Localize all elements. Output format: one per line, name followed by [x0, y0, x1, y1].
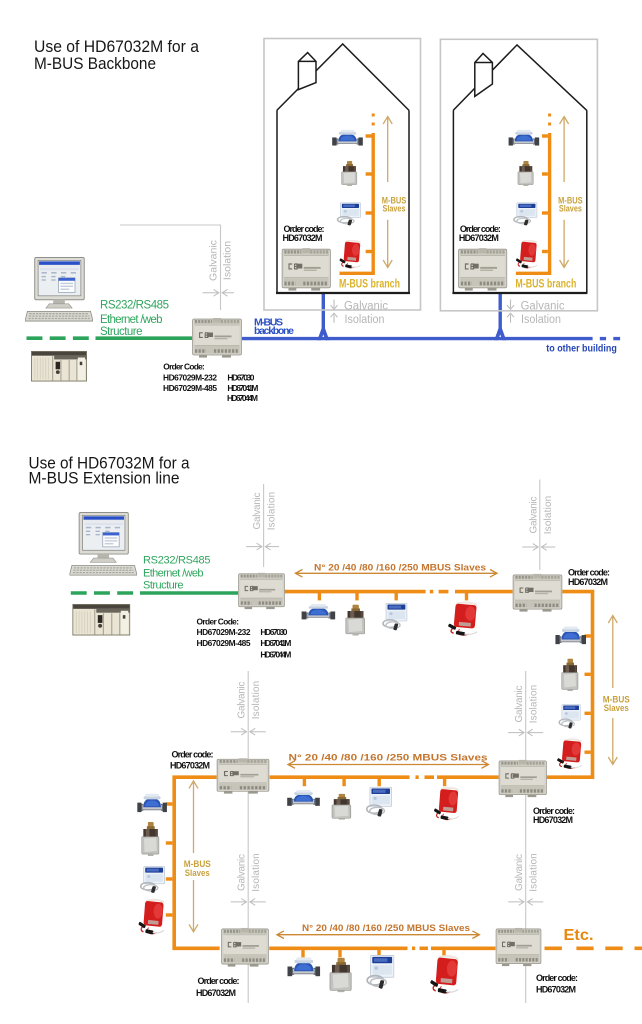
svg-text:HD67032M: HD67032M [459, 233, 499, 243]
svg-text:Slaves: Slaves [604, 703, 629, 713]
svg-text:Isolation: Isolation [222, 241, 234, 280]
svg-text:Galvanic: Galvanic [514, 686, 525, 723]
svg-text:RS232/RS485: RS232/RS485 [100, 300, 169, 312]
svg-text:Order Code:: Order Code: [163, 362, 205, 372]
svg-text:Galvanic: Galvanic [208, 240, 220, 281]
svg-text:HD67041M: HD67041M [260, 638, 291, 648]
svg-text:Use of HD67032M for a: Use of HD67032M for a [29, 454, 191, 472]
svg-text:Slaves: Slaves [559, 204, 582, 214]
svg-text:M-BUS Backbone: M-BUS Backbone [34, 55, 156, 73]
svg-text:Galvanic: Galvanic [237, 854, 248, 891]
svg-text:M-BUS: M-BUS [603, 695, 630, 705]
svg-text:Galvanic: Galvanic [344, 301, 388, 313]
svg-text:HD67032M: HD67032M [568, 577, 608, 587]
svg-text:Ethernet /web: Ethernet /web [100, 314, 163, 326]
svg-text:Structure: Structure [143, 580, 184, 592]
svg-text:HD67029M-232: HD67029M-232 [197, 627, 251, 637]
svg-text:Order code:: Order code: [284, 224, 325, 234]
svg-text:Order code:: Order code: [568, 568, 610, 578]
svg-text:Isolation: Isolation [267, 492, 278, 531]
svg-text:M-BUS: M-BUS [558, 196, 583, 206]
svg-text:Galvanic: Galvanic [521, 301, 565, 313]
svg-text:HD67032M: HD67032M [536, 985, 576, 995]
svg-text:HD67044M: HD67044M [260, 650, 291, 660]
svg-text:HD67029M-485: HD67029M-485 [163, 383, 217, 393]
svg-text:Isolation: Isolation [529, 853, 540, 892]
svg-text:Galvanic: Galvanic [514, 854, 525, 891]
svg-text:HD67032M: HD67032M [170, 761, 210, 771]
svg-text:Isolation: Isolation [251, 681, 262, 720]
svg-text:HD67030: HD67030 [260, 627, 287, 637]
svg-text:Isolation: Isolation [543, 496, 554, 535]
svg-text:HD67029M-485: HD67029M-485 [197, 638, 251, 648]
svg-text:Galvanic: Galvanic [252, 493, 263, 530]
svg-text:Ethernet /web: Ethernet /web [143, 568, 204, 580]
svg-text:Order code:: Order code: [198, 976, 240, 986]
svg-text:M-BUS branch: M-BUS branch [339, 279, 400, 291]
svg-text:Order code:: Order code: [536, 973, 578, 983]
svg-text:HD67029M-232: HD67029M-232 [163, 372, 217, 382]
svg-text:M-BUS: M-BUS [254, 316, 283, 328]
svg-text:HD67044M: HD67044M [227, 393, 258, 403]
svg-text:Slaves: Slaves [185, 868, 210, 878]
svg-text:Isolation: Isolation [521, 314, 561, 326]
svg-text:Order code:: Order code: [533, 806, 575, 816]
svg-text:N° 20 /40 /80 /160 /250 MB: N° 20 /40 /80 /160 /250 MBUS Slaves [314, 563, 486, 574]
svg-text:HD67030: HD67030 [227, 372, 254, 382]
svg-text:M-BUS Extension line: M-BUS Extension line [29, 470, 180, 488]
svg-text:HD67041M: HD67041M [227, 383, 258, 393]
svg-text:Slaves: Slaves [383, 204, 406, 214]
svg-text:Order code:: Order code: [460, 224, 501, 234]
svg-text:Isolation: Isolation [251, 853, 262, 892]
svg-text:HD67032M: HD67032M [283, 233, 323, 243]
svg-text:Galvanic: Galvanic [237, 682, 248, 719]
svg-text:HD67032M: HD67032M [196, 988, 236, 998]
svg-text:N° 20 /40 /80 /160 /250 MB: N° 20 /40 /80 /160 /250 MBUS Slaves [289, 752, 488, 763]
svg-text:M-BUS: M-BUS [184, 859, 211, 869]
svg-text:Order code:: Order code: [172, 750, 214, 760]
svg-text:Etc.: Etc. [564, 927, 594, 944]
svg-text:M-BUS branch: M-BUS branch [515, 279, 576, 291]
svg-text:Galvanic: Galvanic [528, 497, 539, 534]
svg-text:Isolation: Isolation [529, 685, 540, 724]
svg-text:backbone: backbone [254, 325, 294, 337]
svg-text:Order Code:: Order Code: [197, 617, 240, 627]
svg-text:N° 20 /40 /80 /160 /250 MB: N° 20 /40 /80 /160 /250 MBUS Slaves [302, 923, 470, 934]
svg-text:HD67032M: HD67032M [533, 815, 573, 825]
svg-text:to other building: to other building [546, 344, 617, 355]
svg-text:Use of HD67032M for a: Use of HD67032M for a [34, 38, 200, 56]
svg-text:M-BUS: M-BUS [382, 196, 407, 206]
svg-text:Structure: Structure [100, 326, 143, 338]
svg-text:Isolation: Isolation [345, 314, 385, 326]
svg-text:RS232/RS485: RS232/RS485 [143, 555, 211, 567]
